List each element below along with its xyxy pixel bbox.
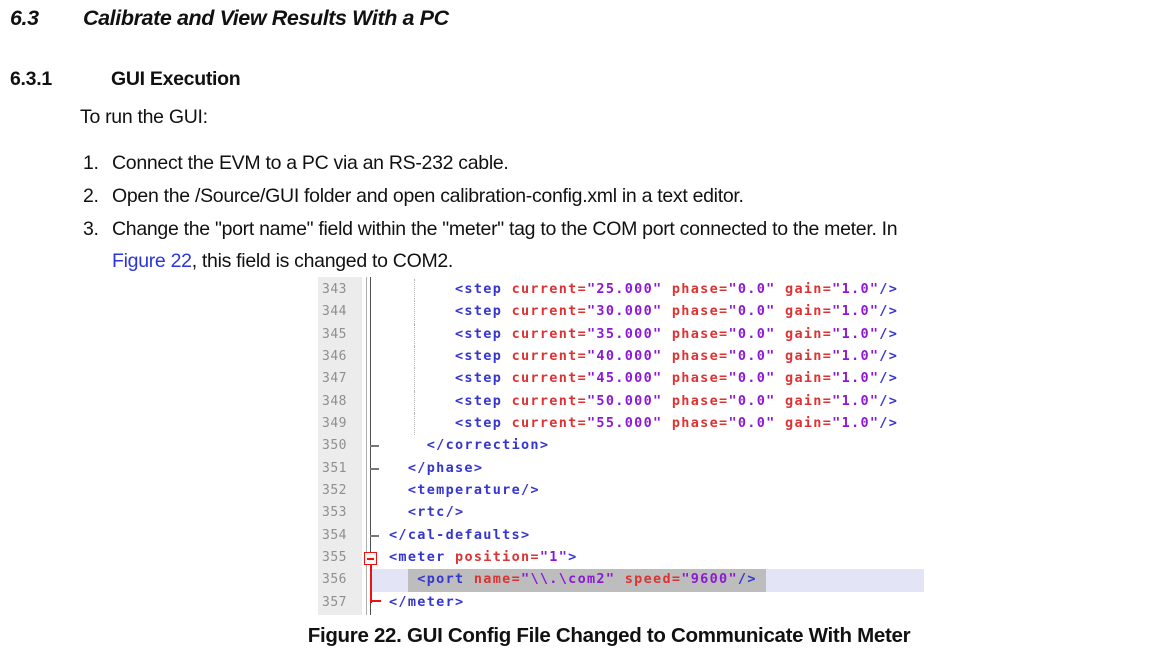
fold-scope-end (370, 590, 381, 603)
line-number: 345 (322, 326, 347, 342)
line-number: 355 (322, 550, 347, 566)
code-line-346: 346 <step current="40.000" phase="0.0" g… (318, 346, 924, 369)
code-line-345: 345 <step current="35.000" phase="0.0" g… (318, 323, 924, 347)
code-line-355: 355 <meter position="1"> (318, 547, 924, 571)
line-number: 356 (322, 572, 347, 588)
code-line-354: 354 </cal-defaults> (318, 525, 924, 547)
code-line-349: 349 <step current="55.000" phase="0.0" g… (318, 413, 924, 436)
code-text: </meter> (389, 593, 465, 610)
line-number: 344 (322, 304, 347, 320)
indent-guide (414, 323, 415, 347)
line-number: 347 (322, 371, 347, 387)
indent-guide (414, 279, 415, 302)
subsection-title: GUI Execution (111, 68, 241, 90)
code-text: </phase> (407, 459, 484, 476)
code-line-348: 348 <step current="50.000" phase="0.0" g… (318, 390, 924, 414)
indent-guide (414, 301, 415, 324)
fold-scope-end-tick (370, 599, 381, 602)
section-title: Calibrate and View Results With a PC (83, 6, 449, 30)
text-selection (407, 569, 767, 592)
list-item-text: Open the /Source/GUI folder and open cal… (112, 185, 744, 207)
fold-end-tick (370, 467, 379, 470)
line-number: 350 (322, 438, 347, 454)
list-item-text-line1: Change the "port name" field within the … (112, 218, 898, 240)
code-text: </cal-defaults> (389, 526, 531, 543)
code-text: <step current="40.000" phase="0.0" gain=… (455, 348, 899, 365)
code-line-347: 347 <step current="45.000" phase="0.0" g… (318, 368, 924, 391)
subsection-number: 6.3.1 (10, 68, 52, 90)
line-number: 357 (322, 594, 347, 610)
code-text: <temperature/> (407, 482, 540, 499)
line-number: 351 (322, 460, 347, 476)
fold-scope-line (370, 568, 372, 593)
code-area: 343 <step current="25.000" phase="0.0" g… (318, 279, 924, 614)
line-number: 349 (322, 416, 347, 432)
code-line-353: 353 <rtc/> (318, 502, 924, 524)
line-number: 354 (322, 527, 347, 543)
code-text: <rtc/> (407, 504, 465, 521)
fold-collapse-icon[interactable] (364, 552, 377, 566)
code-text: <meter position="1"> (389, 549, 578, 566)
indent-guide (414, 346, 415, 369)
code-line-344: 344 <step current="30.000" phase="0.0" g… (318, 301, 924, 324)
code-line-350: 350 </correction> (318, 435, 924, 457)
fold-scope-line (370, 565, 372, 571)
code-text: <step current="30.000" phase="0.0" gain=… (455, 303, 899, 320)
line-number: 343 (322, 282, 347, 297)
list-marker: 3. (83, 218, 99, 240)
code-line-352: 352 <temperature/> (318, 480, 924, 502)
fold-end-tick (370, 445, 379, 448)
indent-guide (414, 413, 415, 436)
list-marker: 2. (83, 185, 99, 207)
line-number: 353 (322, 505, 347, 521)
code-text: <step current="55.000" phase="0.0" gain=… (455, 415, 899, 432)
list-item-text-line2: , this field is changed to COM2. (191, 250, 454, 272)
code-text: </correction> (426, 437, 550, 454)
code-text: <step current="35.000" phase="0.0" gain=… (455, 325, 899, 342)
line-number: 352 (322, 483, 347, 499)
list-marker: 1. (83, 152, 99, 174)
xml-editor-screenshot: 343 <step current="25.000" phase="0.0" g… (318, 277, 924, 615)
minus-icon (367, 558, 374, 561)
indent-guide (414, 390, 415, 414)
list-item-text: Change the "port name" field within the … (112, 213, 1142, 277)
line-number: 348 (322, 393, 347, 409)
list-item-text: Connect the EVM to a PC via an RS-232 ca… (112, 152, 509, 174)
intro-text: To run the GUI: (80, 106, 208, 128)
code-line-357: 357 </meter> (318, 590, 924, 614)
code-line-351: 351 </phase> (318, 458, 924, 480)
figure-caption: Figure 22. GUI Config File Changed to Co… (307, 624, 911, 647)
line-number: 346 (322, 349, 347, 365)
code-text: <step current="25.000" phase="0.0" gain=… (455, 281, 899, 297)
code-text: <port name="\\.\com2" speed="9600"/> (417, 571, 757, 588)
code-text: <step current="50.000" phase="0.0" gain=… (455, 392, 899, 409)
indent-guide (414, 368, 415, 391)
gutter-border-light (366, 277, 367, 615)
line-number-gutter (318, 277, 362, 615)
figure-22-link[interactable]: Figure 22 (112, 250, 192, 272)
code-text: <step current="45.000" phase="0.0" gain=… (455, 370, 899, 387)
code-line-343: 343 <step current="25.000" phase="0.0" g… (318, 279, 924, 302)
section-number: 6.3 (10, 6, 39, 30)
code-line-356: 356 <port name="\\.\com2" speed="9600"/> (318, 568, 924, 593)
fold-end-tick (370, 534, 379, 537)
